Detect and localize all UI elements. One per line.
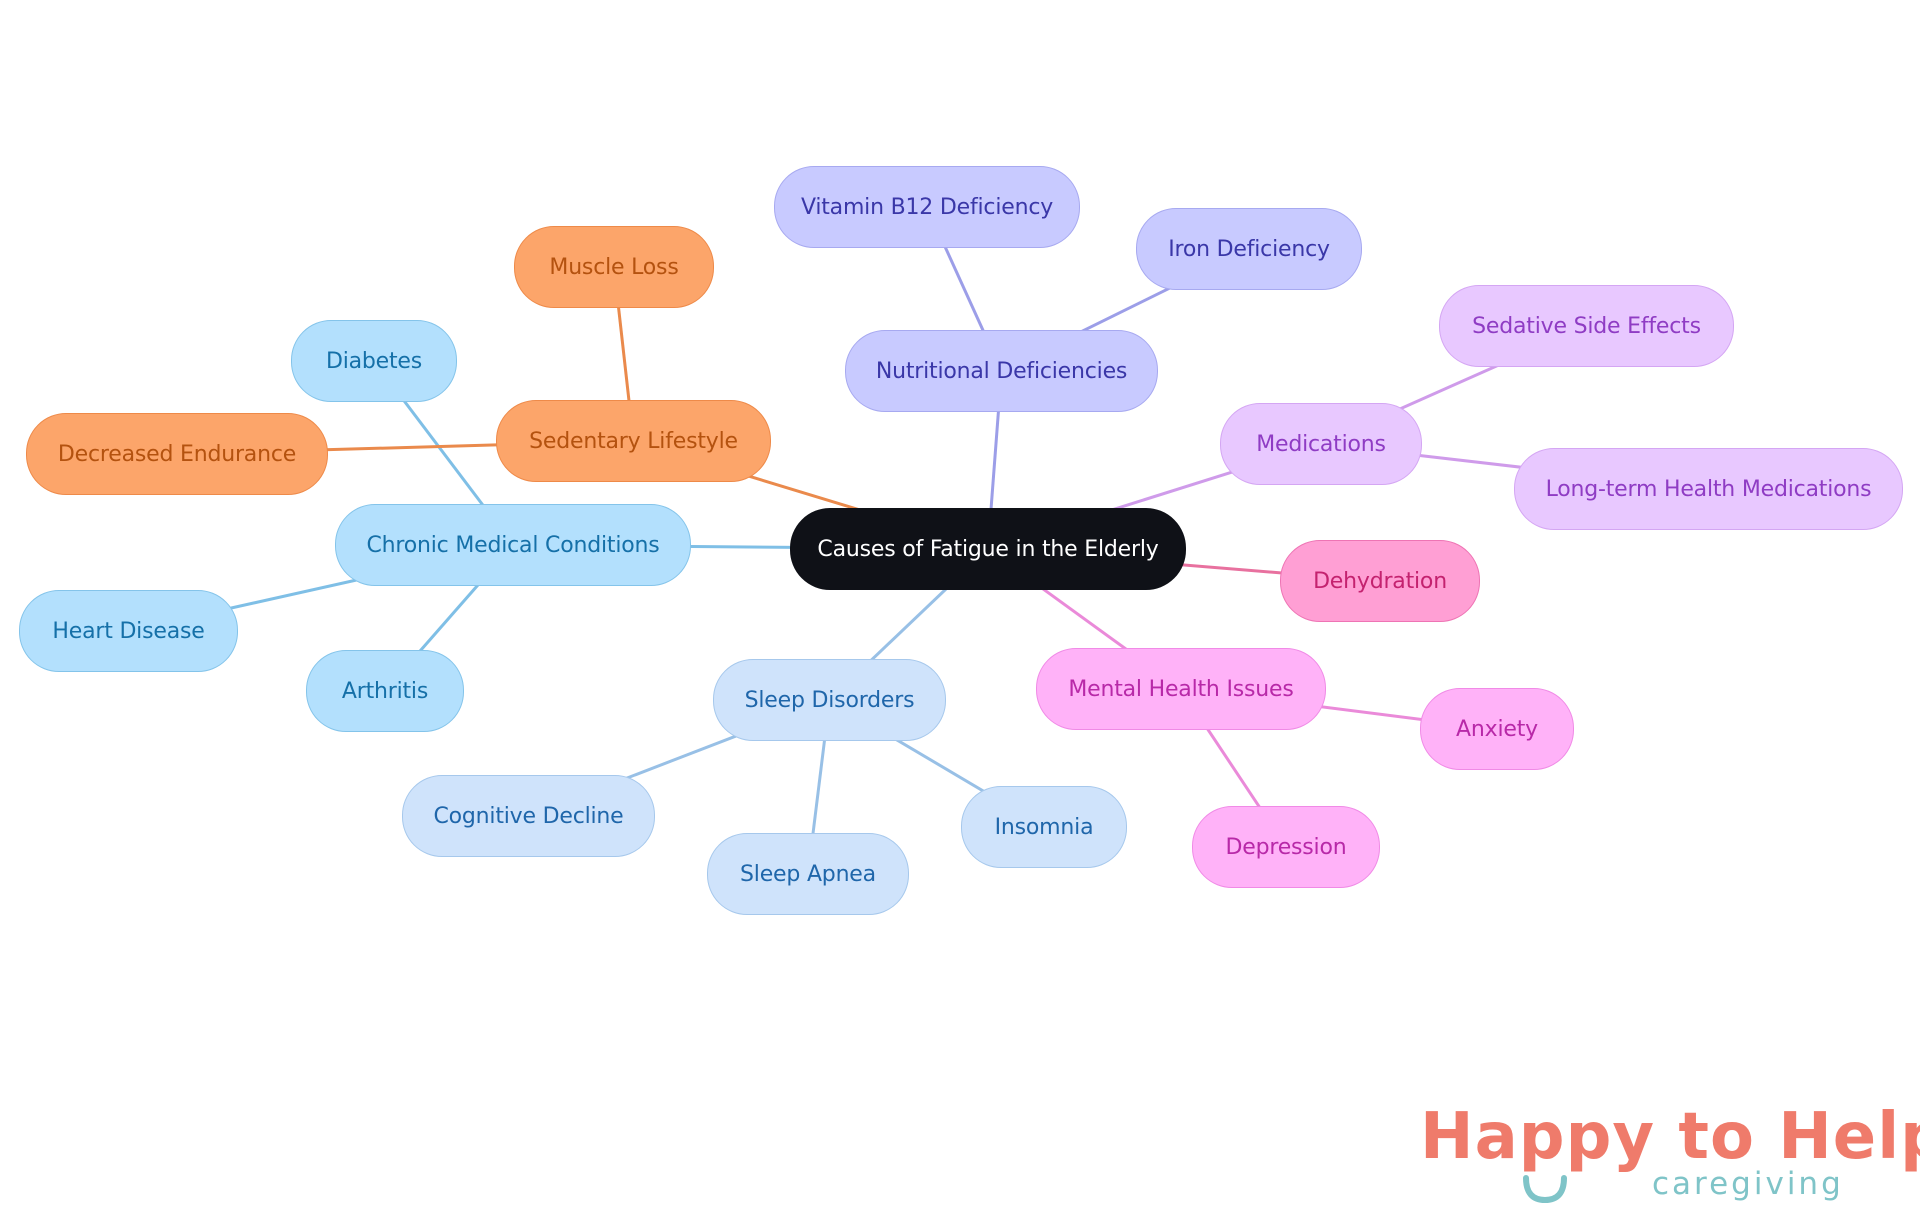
node-long-term-health-medications[interactable]: Long-term Health Medications [1514, 448, 1903, 530]
node-depression[interactable]: Depression [1192, 806, 1380, 888]
logo-wordmark: Happy to Help [1420, 1100, 1920, 1174]
node-heart-disease[interactable]: Heart Disease [19, 590, 238, 672]
node-iron-deficiency[interactable]: Iron Deficiency [1136, 208, 1362, 290]
logo-subtitle: caregiving [1652, 1166, 1844, 1202]
node-sleep-apnea[interactable]: Sleep Apnea [707, 833, 909, 915]
root-node-causes-of-fatigue[interactable]: Causes of Fatigue in the Elderly [790, 508, 1186, 590]
node-sleep-disorders[interactable]: Sleep Disorders [713, 659, 946, 741]
node-nutritional-deficiencies[interactable]: Nutritional Deficiencies [845, 330, 1158, 412]
node-dehydration[interactable]: Dehydration [1280, 540, 1480, 622]
node-decreased-endurance[interactable]: Decreased Endurance [26, 413, 328, 495]
node-diabetes[interactable]: Diabetes [291, 320, 457, 402]
node-chronic-medical-conditions[interactable]: Chronic Medical Conditions [335, 504, 691, 586]
node-insomnia[interactable]: Insomnia [961, 786, 1127, 868]
happy-to-help-logo: Happy to Help caregiving [1420, 1100, 1920, 1210]
node-muscle-loss[interactable]: Muscle Loss [514, 226, 714, 308]
node-vitamin-b12-deficiency[interactable]: Vitamin B12 Deficiency [774, 166, 1080, 248]
node-arthritis[interactable]: Arthritis [306, 650, 464, 732]
node-anxiety[interactable]: Anxiety [1420, 688, 1574, 770]
node-sedative-side-effects[interactable]: Sedative Side Effects [1439, 285, 1734, 367]
node-medications[interactable]: Medications [1220, 403, 1422, 485]
smile-icon [1523, 1175, 1567, 1204]
node-mental-health-issues[interactable]: Mental Health Issues [1036, 648, 1326, 730]
node-sedentary-lifestyle[interactable]: Sedentary Lifestyle [496, 400, 771, 482]
node-cognitive-decline[interactable]: Cognitive Decline [402, 775, 655, 857]
